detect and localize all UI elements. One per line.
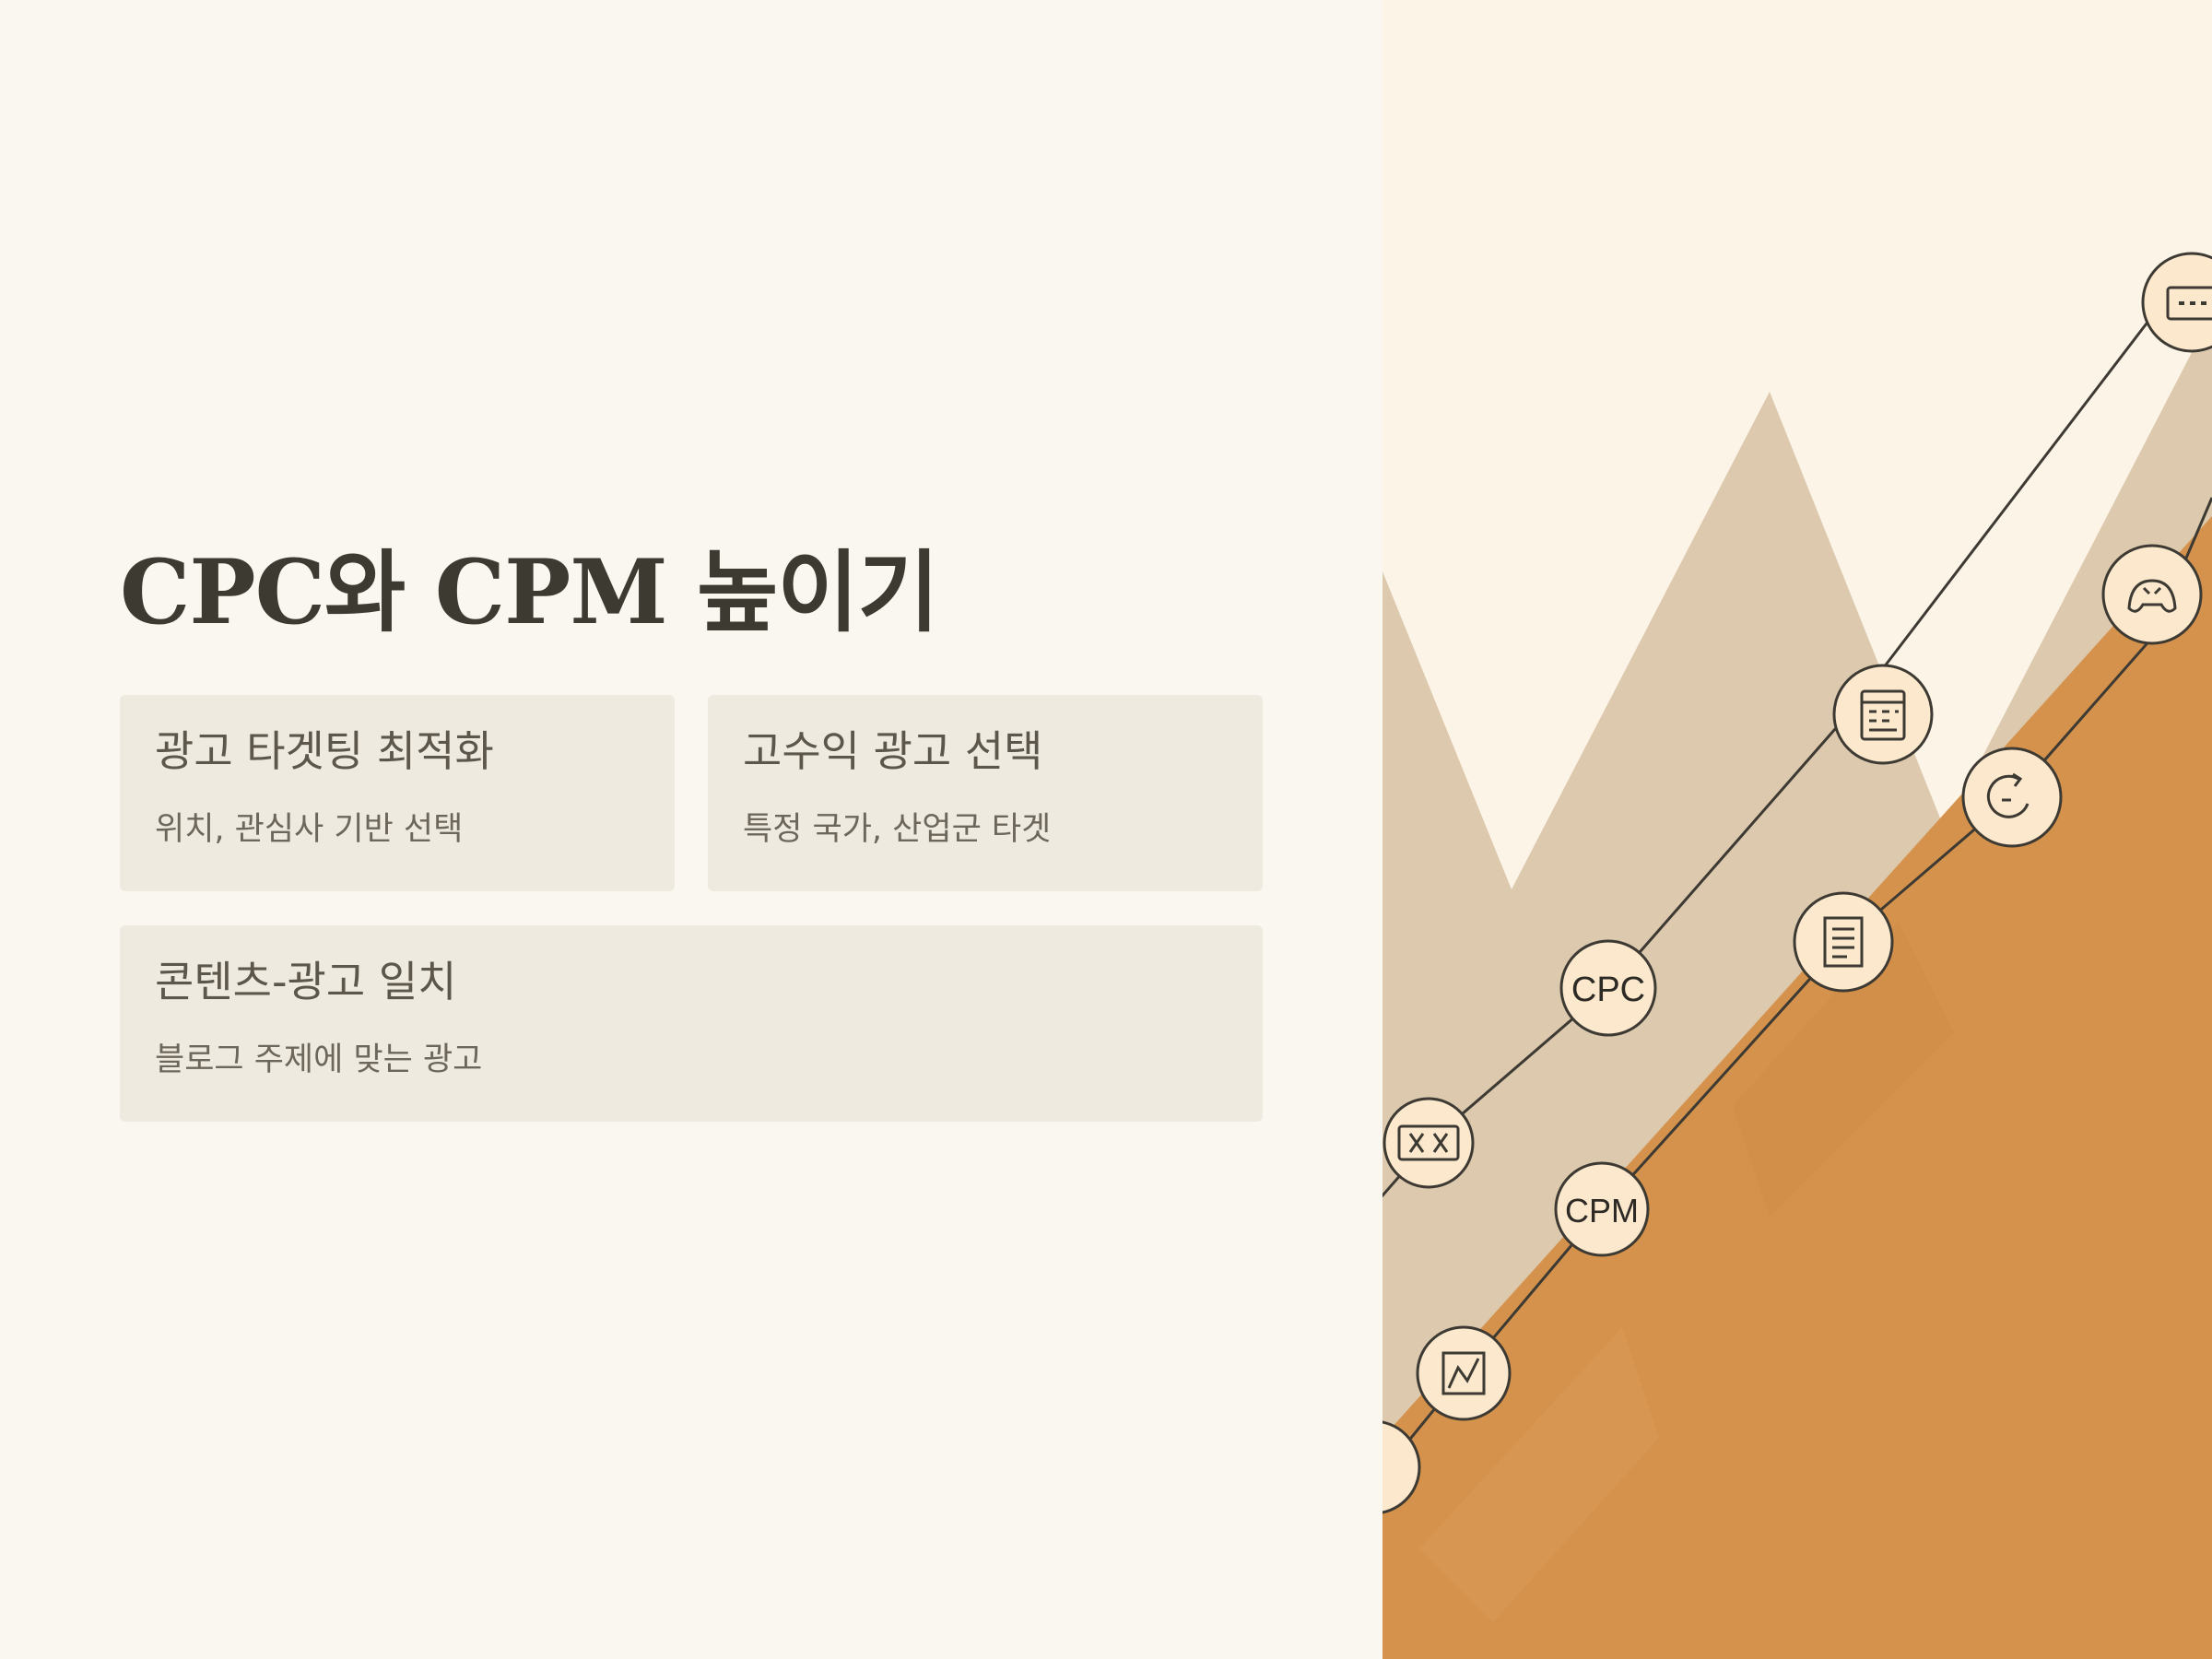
refresh-face-node: [1961, 747, 2063, 848]
card-description: 특정 국가, 산업군 타겟: [743, 811, 1052, 849]
card-description: 블로그 주제에 맞는 광고: [155, 1041, 483, 1079]
document-node: [1793, 891, 1894, 993]
rising-chart-node: [1416, 1325, 1512, 1421]
rising-chart-icon: [1441, 1351, 1486, 1395]
gamepad-node: [2101, 544, 2203, 645]
card-description: 위치, 관심사 기반 선택: [155, 811, 464, 849]
card-high-revenue-ads: 고수익 광고 선택 특정 국가, 산업군 타겟: [708, 695, 1263, 891]
growth-illustration-svg: CPC: [1382, 0, 2212, 1659]
ticket-icon: [1397, 1124, 1460, 1161]
card-title: 콘텐츠-광고 일치: [155, 957, 457, 1006]
growth-illustration: CPC: [1382, 0, 2212, 1659]
refresh-face-icon: [1986, 772, 2030, 818]
cpc-label: CPC: [1571, 971, 1645, 1009]
card-content-ad-match: 콘텐츠-광고 일치 블로그 주제에 맞는 광고: [120, 925, 1263, 1122]
card-title: 고수익 광고 선택: [743, 726, 1043, 776]
gamepad-icon: [2127, 579, 2177, 613]
card-title: 광고 타겟팅 최적화: [155, 726, 494, 776]
calendar-icon: [1860, 689, 1906, 741]
card-ad-targeting: 광고 타겟팅 최적화 위치, 관심사 기반 선택: [120, 695, 675, 891]
ground-texture: [1733, 922, 1954, 1217]
ground-texture: [1419, 1327, 1659, 1622]
banner-icon: [2166, 286, 2212, 321]
cpm-label: CPM: [1565, 1192, 1639, 1230]
cpm-node: CPM: [1554, 1161, 1650, 1257]
cropped-node: [1382, 1420, 1421, 1514]
page-title: CPC와 CPM 높이기: [120, 540, 939, 644]
cpc-node: CPC: [1559, 939, 1657, 1037]
document-icon: [1823, 916, 1864, 968]
calendar-node: [1832, 664, 1934, 765]
banner-node: [2141, 252, 2212, 353]
text-panel: CPC와 CPM 높이기 광고 타겟팅 최적화 위치, 관심사 기반 선택 고수…: [120, 540, 1263, 1122]
ticket-node: [1382, 1097, 1475, 1189]
